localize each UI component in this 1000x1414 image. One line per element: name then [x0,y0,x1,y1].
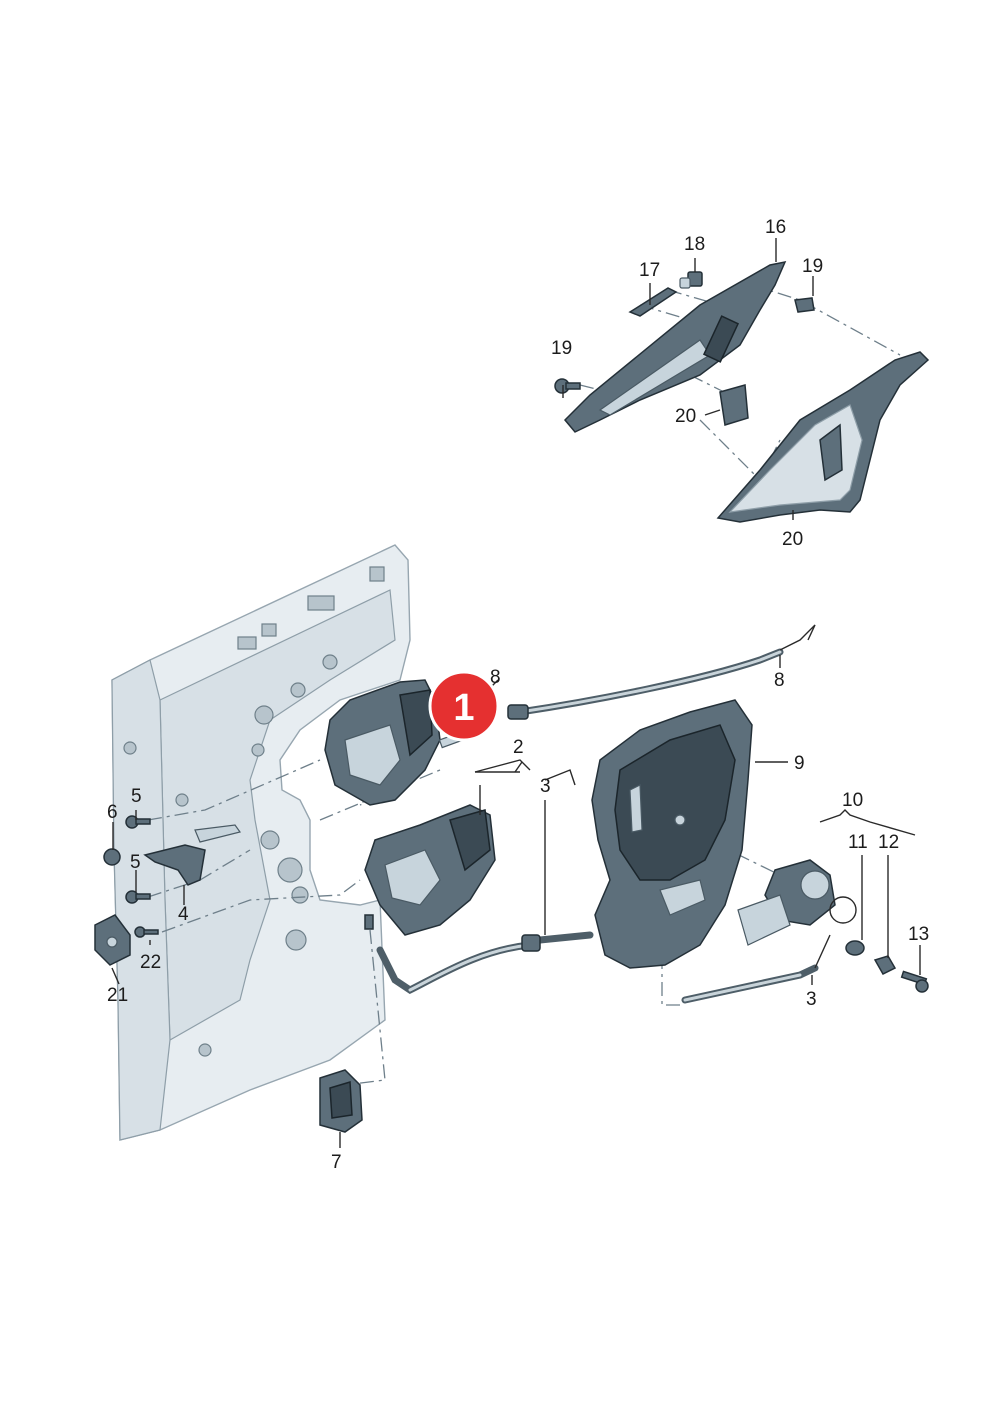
part-2-door-lock [364,804,496,936]
part-12-nut [873,955,897,975]
part-14-handle-bracket [563,260,787,433]
callout-13: 13 [908,924,929,945]
callout-17: 19 [551,338,572,359]
part-13-bolt [900,970,929,993]
part-6-cap [103,848,121,866]
part-4-handle [143,844,206,886]
callout-10: 10 [842,790,863,811]
callout-22: 22 [140,952,161,973]
callout-20: 20 [782,529,803,550]
callout-8-upper: 8 [490,667,501,688]
callout-8-right: 8 [774,670,785,691]
part-7-lock-cover [319,1069,363,1133]
part-3-cable-lower [376,931,594,995]
panel-hole [254,705,274,725]
part-20-trim-panel [716,351,930,523]
callout-6: 6 [107,802,118,823]
part-17-bolt [554,378,581,394]
callout-12: 12 [878,832,899,853]
panel-hole [260,830,280,850]
panel-hole [291,886,309,904]
callout-3-lower: 3 [806,989,817,1010]
part-8-cable [507,624,816,720]
part-15-trim-strip [628,287,678,317]
part-16-plug [679,271,703,289]
callout-3-upper: 3 [540,776,551,797]
callout-4: 4 [178,904,189,925]
callout-11: 11 [848,832,868,853]
panel-hole [277,857,303,883]
part-10-motor [737,859,857,946]
callout-18: 20 [675,406,696,427]
callout-labels: 16 18 17 19 19 20 20 8 8 2 3 9 10 11 12 … [107,217,929,1173]
callout-7: 7 [331,1152,342,1173]
callout-5-lower: 5 [130,852,141,873]
panel-slot [237,636,257,650]
panel-hole [285,929,307,951]
callout-2: 2 [513,737,524,758]
panel-hole [198,1043,212,1057]
panel-slot [307,595,335,611]
leader-lines [111,238,921,1148]
door-lock-upper [324,679,470,806]
highlight-badge[interactable]: 1 [428,670,500,742]
callout-5-upper: 5 [131,786,142,807]
callout-16: 18 [684,234,705,255]
part-18-cover [719,384,749,426]
screw-5-lower [125,890,151,904]
callout-9: 9 [794,753,805,774]
part-19-clip [794,297,815,313]
screw-5-upper [125,815,151,829]
callout-19: 19 [802,256,823,277]
panel-bracket [194,824,242,843]
highlight-badge-number: 1 [453,687,474,729]
panel-hole [123,741,137,755]
screw-22 [134,926,159,938]
callout-15: 17 [639,260,660,281]
panel-slot [261,623,277,637]
door-inner-panel [111,544,411,1141]
part-21-striker [94,914,131,966]
part-11-grommet [845,940,865,956]
part-3-cable-right [681,934,831,1004]
panel-slot [369,566,385,582]
part-9-carrier-plate [591,699,753,969]
panel-hole [290,682,306,698]
panel-hole [322,654,338,670]
callout-14: 16 [765,217,786,238]
panel-hole [251,743,265,757]
panel-hole [175,793,189,807]
callout-21: 21 [107,985,128,1006]
